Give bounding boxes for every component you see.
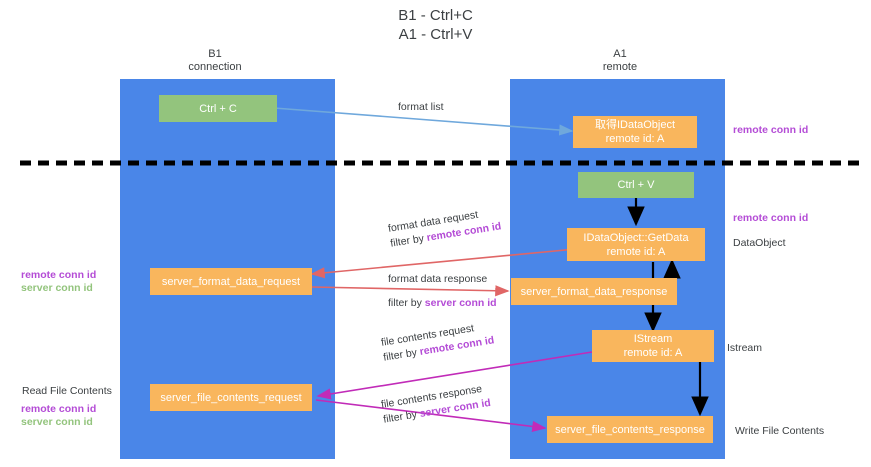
annotation-remote-conn-id-mid: remote conn id [733,212,809,224]
edge-label-file-contents-response: file contents response filter by server … [380,381,492,428]
node-server-file-contents-response[interactable]: server_file_contents_response [547,416,713,443]
annotation-read-file-contents: Read File Contents [22,385,112,397]
node-server-file-contents-request[interactable]: server_file_contents_request [150,384,312,411]
annotation-left-remote-conn-id: remote conn id [21,269,97,281]
node-istream[interactable]: IStream remote id: A [592,330,714,362]
edge-label-format-data-response-line1: format data response [388,273,488,285]
annotation-left-server-conn-id-2: server conn id [21,416,93,428]
annotation-write-file-contents: Write File Contents [735,425,825,437]
annotation-remote-conn-id-top: remote conn id [733,124,809,136]
edge-label-file-contents-request: file contents request filter by remote c… [380,318,495,365]
column-header-b1: B1 connection [188,48,242,73]
node-server-format-data-request[interactable]: server_format_data_request [150,268,312,295]
node-ctrl-c[interactable]: Ctrl + C [159,95,277,122]
annotation-istream: Istream [727,342,763,354]
node-get-idataobject[interactable]: 取得IDataObject remote id: A [573,116,697,148]
annotation-left-remote-conn-id-2: remote conn id [21,403,97,415]
node-server-format-data-response[interactable]: server_format_data_response [511,278,677,305]
edge-label-format-list-text: format list [398,101,444,113]
column-header-a1: A1 remote [602,48,638,73]
annotation-left-server-conn-id: server conn id [21,282,93,294]
node-idataobject-getdata[interactable]: IDataObject::GetData remote id: A [567,228,705,261]
annotation-dataobject: DataObject [733,237,786,249]
server-conn-id-highlight: server conn id [424,297,497,309]
edge-label-format-data-response-line2: filter by server conn id [388,296,497,311]
filter-by-prefix-2: filter by [388,297,425,309]
edge-label-format-list: format list [398,100,444,115]
edge-label-format-data-response: format data response filter by server co… [388,272,497,311]
page-title: B1 - Ctrl+C A1 - Ctrl+V [398,7,473,43]
node-ctrl-v[interactable]: Ctrl + V [578,172,694,198]
edge-label-format-data-request: format data request filter by remote con… [387,204,502,251]
